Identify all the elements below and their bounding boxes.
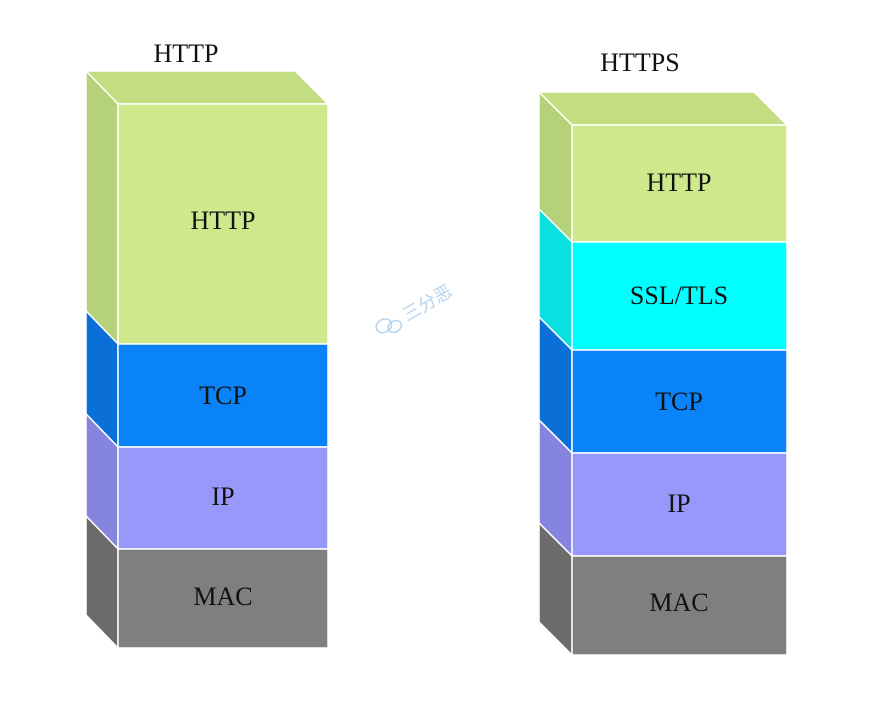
layer-https-tcp: TCP xyxy=(538,315,788,455)
layer-ip: IP xyxy=(85,412,329,551)
layer-mac-front xyxy=(117,548,329,649)
layer-https-tcp-label: TCP xyxy=(655,387,703,416)
layer-http-side xyxy=(85,69,119,346)
layer-http-label: HTTP xyxy=(191,206,256,235)
layer-ip-front xyxy=(117,446,329,550)
layer-https-tcp-front xyxy=(571,349,788,454)
layer-ssl-tls-label: SSL/TLS xyxy=(630,281,728,310)
layer-https-ip: IP xyxy=(538,418,788,558)
layer-https-mac: MAC xyxy=(538,521,788,657)
layer-https-http: HTTP xyxy=(538,90,788,244)
stack-https: HTTPS HTTP SSL/TLS TCP IP xyxy=(537,48,789,657)
wechat-icon xyxy=(375,318,403,334)
stack-http: HTTP HTTP TCP IP MAC xyxy=(84,39,330,650)
layer-mac-label: MAC xyxy=(193,582,252,611)
watermark: 三分恶 xyxy=(375,281,456,334)
stack-https-top-face xyxy=(537,91,789,126)
layer-https-ip-label: IP xyxy=(667,489,690,518)
layer-https-http-label: HTTP xyxy=(647,168,712,197)
layer-https-mac-front xyxy=(571,555,788,656)
layer-ssl-tls-front xyxy=(571,241,788,351)
stack-title-http: HTTP xyxy=(154,39,219,68)
layer-https-http-front xyxy=(571,124,788,243)
layer-mac: MAC xyxy=(85,514,329,650)
layer-https-mac-label: MAC xyxy=(649,588,708,617)
stack-title-https: HTTPS xyxy=(600,48,679,77)
layer-tcp-label: TCP xyxy=(199,381,247,410)
layer-ip-label: IP xyxy=(211,482,234,511)
layer-https-ip-front xyxy=(571,452,788,557)
layer-http-front xyxy=(117,103,329,345)
layer-ssl-tls: SSL/TLS xyxy=(538,207,788,352)
watermark-text: 三分恶 xyxy=(399,281,456,326)
stack-http-top-face xyxy=(84,70,330,105)
layer-http: HTTP xyxy=(85,69,329,346)
